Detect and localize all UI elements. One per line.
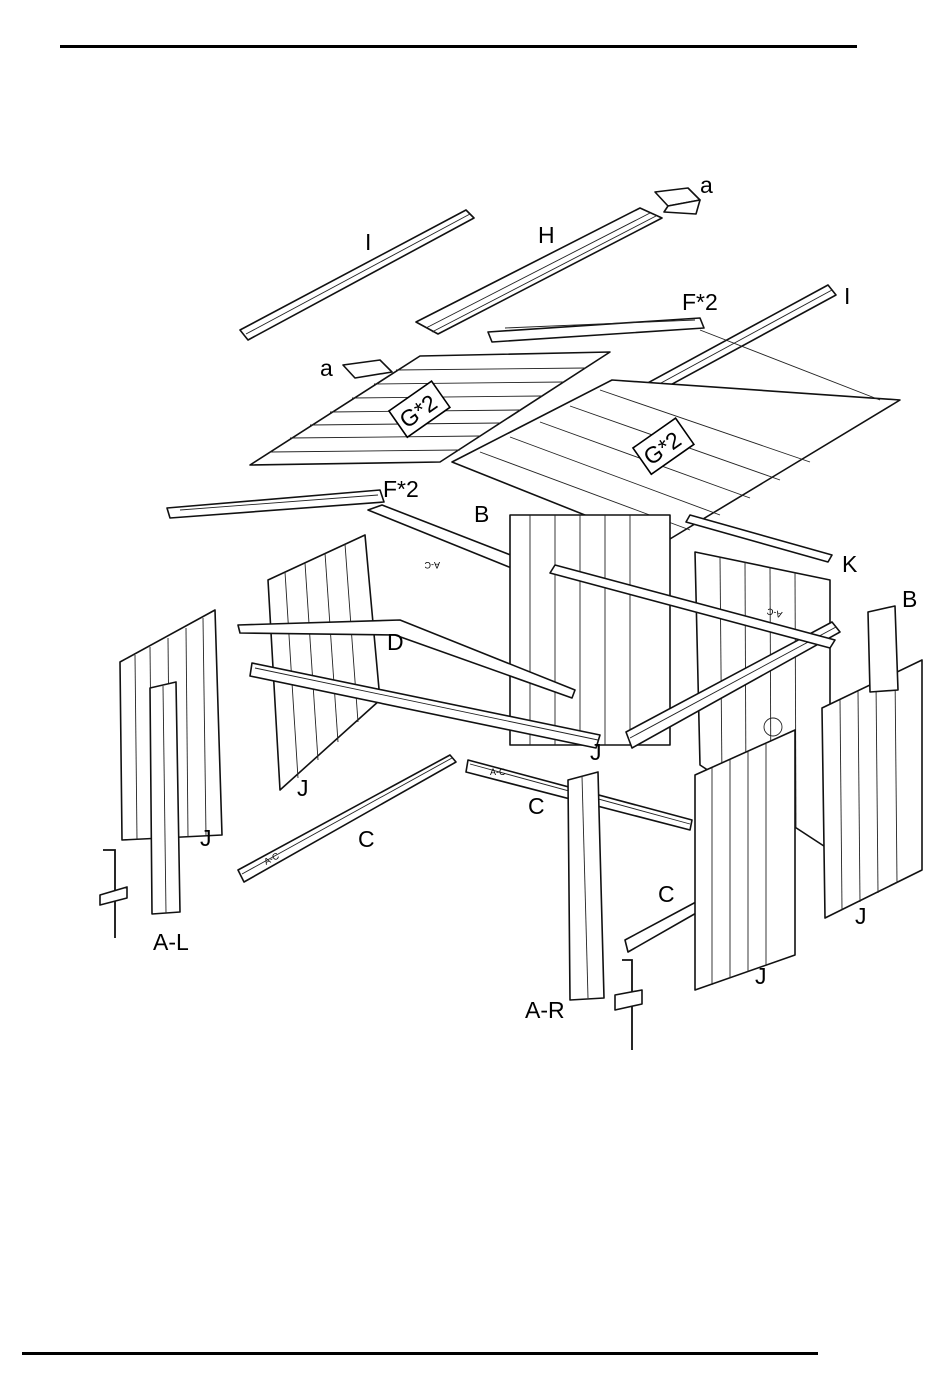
label-a-left: a <box>320 355 333 381</box>
part-A-R-anchor <box>615 960 642 1050</box>
label-I-top-left: I <box>365 229 371 255</box>
label-H: H <box>538 222 555 248</box>
label-F2-bottom: F*2 <box>383 476 419 502</box>
part-back-wall-center <box>510 515 670 745</box>
label-J-left-back: J <box>297 775 309 801</box>
part-F-top-trim <box>488 318 704 342</box>
label-C-center: C <box>528 793 545 819</box>
part-a-left-bracket <box>343 360 392 378</box>
part-a-top-bracket <box>655 188 700 214</box>
part-A-L-anchor <box>100 850 127 938</box>
part-J-right-back-wall <box>822 660 922 918</box>
part-F-bottom-trim <box>167 490 384 518</box>
part-A-L-post <box>150 682 180 914</box>
label-C-left: C <box>358 826 375 852</box>
label-K: K <box>842 551 858 577</box>
label-A-L: A-L <box>153 929 189 955</box>
label-B-center: B <box>474 501 489 527</box>
label-A-R: A-R <box>525 997 565 1023</box>
label-a-top: a <box>700 172 713 198</box>
label-F2-top: F*2 <box>682 289 718 315</box>
part-A-R-post <box>568 772 604 1000</box>
label-C-right: C <box>658 881 675 907</box>
label-J-right-front: J <box>755 963 767 989</box>
label-D: D <box>387 629 404 655</box>
part-J-left-back-wall <box>268 535 380 790</box>
part-C-right-rail <box>625 902 698 952</box>
part-J-right-front-wall <box>695 730 795 990</box>
stamp-A-C-1: A-C <box>490 767 506 777</box>
bottom-rule <box>22 1352 818 1355</box>
label-J-center: J <box>590 739 602 765</box>
stamp-A-C-3: A-C <box>424 560 440 570</box>
label-B-right: B <box>902 586 917 612</box>
part-B-right-post <box>868 606 898 692</box>
label-J-front-left: J <box>200 825 212 851</box>
label-I-top-right: I <box>844 283 850 309</box>
label-J-right-back: J <box>855 903 867 929</box>
